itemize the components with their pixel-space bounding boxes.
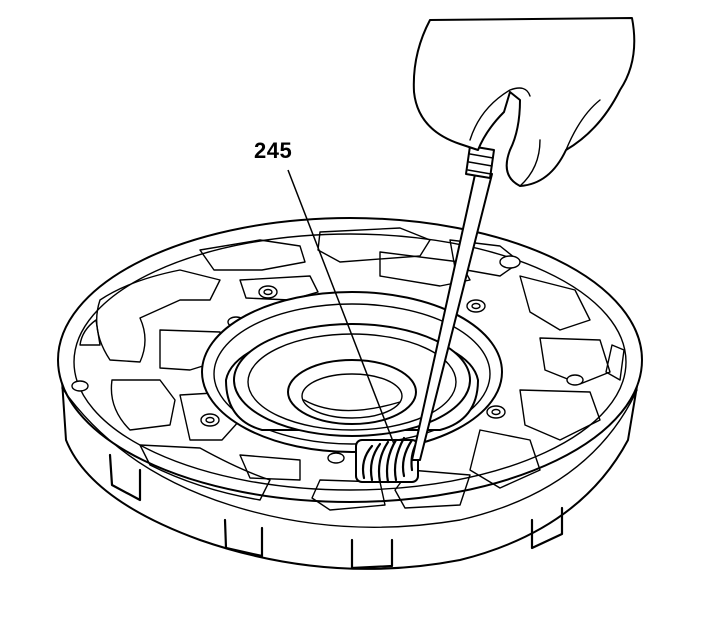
spring [355, 436, 419, 484]
hand [412, 17, 636, 187]
callout-label-245: 245 [254, 138, 293, 163]
bolt-holes [71, 255, 584, 464]
callout-leader-line [287, 169, 395, 445]
screwdriver [411, 145, 495, 461]
